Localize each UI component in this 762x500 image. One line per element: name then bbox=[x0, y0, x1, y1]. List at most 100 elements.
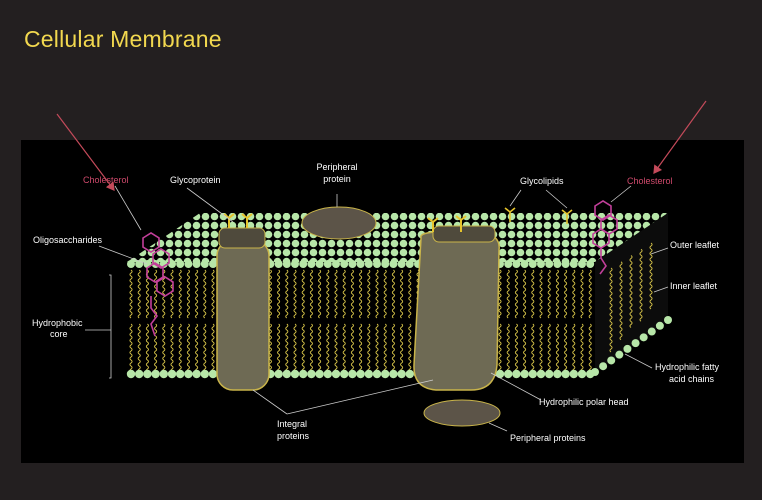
polar-head bbox=[364, 260, 373, 268]
fatty-acid-tail bbox=[162, 323, 166, 373]
polar-head bbox=[299, 369, 308, 379]
fatty-acid-tail bbox=[649, 242, 653, 310]
polar-head bbox=[397, 369, 406, 379]
fatty-acid-tail bbox=[547, 269, 551, 319]
fatty-acid-tail bbox=[178, 323, 182, 373]
polar-head bbox=[528, 369, 537, 379]
fatty-acid-tail bbox=[514, 269, 518, 319]
polar-head bbox=[561, 369, 570, 379]
fatty-acid-tail bbox=[318, 269, 322, 319]
fatty-acid-tail bbox=[572, 323, 576, 373]
polar-head bbox=[569, 260, 578, 268]
fatty-acid-tail bbox=[619, 261, 623, 341]
fatty-acid-tail bbox=[514, 323, 518, 373]
polar-head bbox=[615, 350, 624, 359]
polar-head bbox=[397, 260, 406, 268]
polar-head bbox=[167, 369, 177, 379]
fatty-acid-tail bbox=[564, 323, 568, 373]
fatty-acid-tail bbox=[285, 269, 289, 319]
polar-head bbox=[299, 260, 308, 268]
polar-head bbox=[372, 369, 382, 379]
fatty-acid-tail bbox=[375, 323, 379, 373]
polar-head bbox=[168, 260, 176, 268]
polar-head bbox=[512, 369, 521, 379]
polar-head bbox=[331, 369, 341, 379]
arrow-left bbox=[56, 113, 115, 191]
polar-head bbox=[184, 369, 193, 379]
polar-head bbox=[405, 260, 414, 268]
polar-head bbox=[356, 260, 365, 268]
fatty-acid-tail bbox=[400, 323, 404, 373]
integral-protein-right-cap bbox=[432, 225, 496, 243]
fatty-acid-tail bbox=[277, 269, 281, 319]
polar-head bbox=[364, 369, 373, 379]
fatty-acid-tail bbox=[293, 323, 297, 373]
glycoprotein-chains bbox=[223, 213, 467, 232]
polar-head bbox=[159, 260, 168, 268]
fatty-acid-tail bbox=[277, 323, 281, 373]
polar-head bbox=[520, 369, 529, 379]
label-hydrophilic-fatty-2: acid chains bbox=[669, 374, 715, 384]
polar-head bbox=[332, 260, 340, 268]
polar-head bbox=[536, 369, 546, 379]
peripheral-protein-top bbox=[301, 206, 377, 240]
polar-head bbox=[209, 260, 217, 268]
fatty-acid-tail bbox=[572, 269, 576, 319]
label-oligosaccharides: Oligosaccharides bbox=[33, 235, 103, 245]
fatty-acid-tail bbox=[211, 269, 215, 319]
polar-head bbox=[200, 260, 209, 268]
side-face-heads bbox=[591, 242, 672, 376]
fatty-acid-tail bbox=[301, 323, 305, 373]
fatty-acid-tail bbox=[391, 269, 395, 319]
label-integral-proteins-2: proteins bbox=[277, 431, 310, 441]
fatty-acid-tail bbox=[186, 323, 190, 373]
diagram-panel: Cholesterol Glycoprotein Peripheral prot… bbox=[21, 140, 744, 463]
cholesterol-molecule-right bbox=[592, 200, 618, 275]
polar-head bbox=[577, 369, 587, 379]
polar-head bbox=[323, 369, 332, 379]
fatty-acid-tail bbox=[367, 323, 371, 373]
polar-head bbox=[504, 260, 513, 268]
fatty-acid-tail bbox=[408, 269, 412, 319]
polar-head bbox=[282, 369, 291, 379]
polar-head bbox=[389, 369, 398, 379]
fatty-acid-tail bbox=[523, 269, 527, 319]
fatty-acid-tail bbox=[547, 323, 551, 373]
polar-head bbox=[200, 369, 209, 379]
label-outer-leaflet: Outer leaflet bbox=[670, 240, 720, 250]
fatty-acid-tail bbox=[580, 323, 584, 373]
fatty-acid-tail bbox=[211, 323, 215, 373]
polar-head bbox=[340, 369, 349, 379]
polar-head bbox=[323, 260, 332, 268]
fatty-acid-tail bbox=[498, 269, 502, 319]
fatty-acid-tail bbox=[334, 269, 338, 319]
fatty-acid-tail bbox=[154, 323, 158, 373]
polar-head bbox=[126, 369, 136, 379]
polar-head bbox=[520, 260, 529, 268]
polar-head bbox=[664, 316, 672, 324]
fatty-acid-tail bbox=[326, 323, 330, 373]
polar-head bbox=[274, 260, 283, 268]
fatty-acid-tail bbox=[154, 269, 158, 319]
fatty-acid-tail bbox=[129, 323, 133, 373]
fatty-acid-tail bbox=[555, 323, 559, 373]
fatty-acid-tail bbox=[531, 269, 535, 319]
fatty-acid-tail bbox=[408, 323, 412, 373]
fatty-acid-tail bbox=[309, 269, 313, 319]
polar-head bbox=[545, 260, 554, 268]
polar-head bbox=[586, 260, 595, 268]
polar-head bbox=[561, 260, 570, 268]
peripheral-protein-bottom bbox=[423, 399, 501, 427]
fatty-acid-tail bbox=[178, 269, 182, 319]
polar-head bbox=[545, 369, 554, 379]
fatty-acid-tail bbox=[359, 269, 363, 319]
polar-head bbox=[315, 369, 324, 379]
polar-head bbox=[143, 369, 152, 379]
fatty-acid-tail bbox=[203, 323, 207, 373]
fatty-acid-tail bbox=[639, 248, 643, 322]
fatty-acid-tail bbox=[342, 323, 346, 373]
polar-head bbox=[381, 260, 390, 268]
fatty-acid-tail bbox=[129, 269, 133, 319]
polar-head bbox=[176, 369, 185, 379]
